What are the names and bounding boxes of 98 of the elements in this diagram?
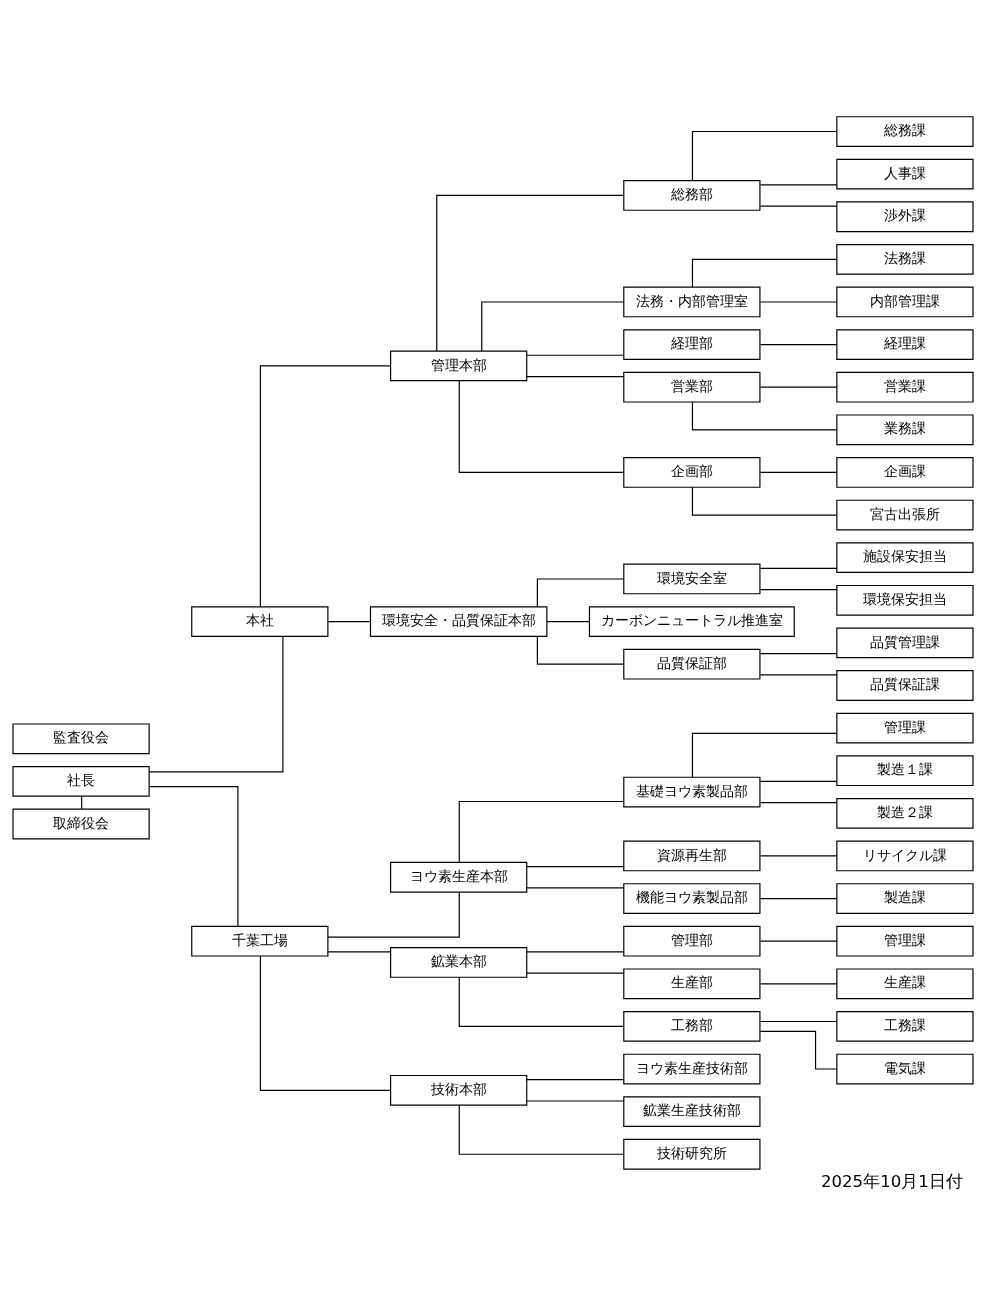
connector: [759, 652, 838, 655]
node-box: 管理課: [836, 925, 974, 957]
connector: [759, 589, 838, 591]
node-box: カーボンニュートラル推進室: [588, 606, 795, 637]
node-box: 機能ヨウ素製品部: [623, 883, 761, 914]
node-box: 電気課: [836, 1053, 974, 1085]
node-box: 品質保証部: [623, 648, 761, 680]
node-box: 製造課: [836, 883, 974, 914]
node-box: 業務課: [836, 414, 974, 446]
node-box: 工務部: [623, 1011, 761, 1042]
node-box: 本社: [191, 606, 329, 637]
connector: [759, 471, 838, 474]
node-box: 総務部: [623, 180, 761, 211]
node-box: 環境安全・品質保証本部: [369, 606, 548, 637]
connector: [481, 301, 625, 352]
connector: [759, 940, 838, 942]
connector: [691, 258, 838, 288]
node-box: 技術研究所: [623, 1138, 761, 1170]
node-box: 法務課: [836, 244, 974, 275]
node-box: 企画課: [836, 457, 974, 488]
connector: [458, 800, 625, 863]
node-box: 基礎ヨウ素製品部: [623, 776, 761, 808]
connector: [327, 951, 392, 953]
connector: [759, 855, 838, 857]
node-box: 法務・内部管理室: [623, 286, 761, 318]
connector: [259, 365, 392, 608]
connector: [691, 486, 838, 516]
connector: [759, 898, 838, 900]
node-box: 経理部: [623, 329, 761, 360]
connector: [526, 354, 625, 356]
connector: [526, 1100, 625, 1102]
node-box: 経理課: [836, 329, 974, 360]
connector: [327, 891, 460, 938]
connector: [458, 1104, 625, 1155]
connector: [436, 194, 625, 352]
node-box: 生産課: [836, 968, 974, 1000]
connector: [526, 972, 625, 974]
node-box: 管理本部: [390, 350, 528, 382]
connector: [759, 567, 838, 569]
connector: [526, 887, 625, 889]
node-box: 管理部: [623, 925, 761, 957]
connector: [759, 301, 838, 303]
connector: [759, 780, 838, 782]
node-box: 鉱業本部: [390, 947, 528, 978]
node-box: ヨウ素生産本部: [390, 861, 528, 893]
connector: [759, 1030, 838, 1070]
node-box: ヨウ素生産技術部: [623, 1053, 761, 1085]
connector: [691, 732, 838, 778]
node-box: 鉱業生産技術部: [623, 1096, 761, 1127]
node-box: 品質管理課: [836, 627, 974, 659]
connector: [536, 635, 625, 665]
node-box: 渉外課: [836, 201, 974, 233]
connector: [759, 983, 838, 985]
connector: [458, 976, 625, 1027]
node-box: 施設保安担当: [836, 542, 974, 574]
node-box: 生産部: [623, 968, 761, 1000]
connector: [759, 674, 838, 676]
node-box: 営業部: [623, 371, 761, 403]
node-box: 内部管理課: [836, 286, 974, 318]
node-box: 営業課: [836, 371, 974, 403]
connector: [458, 380, 625, 474]
node-box: 千葉工場: [191, 925, 329, 957]
connector: [526, 951, 625, 953]
node-box: 人事課: [836, 158, 974, 190]
node-box: 製造１課: [836, 755, 974, 787]
node-box: 技術本部: [390, 1074, 528, 1106]
connector: [759, 205, 838, 207]
node-box: 取締役会: [12, 808, 150, 840]
node-box: 総務課: [836, 116, 974, 147]
node-box: 工務課: [836, 1011, 974, 1042]
connector: [526, 866, 625, 868]
node-box: 環境保安担当: [836, 584, 974, 616]
connector: [526, 375, 625, 378]
connector: [759, 344, 838, 346]
node-box: 企画部: [623, 457, 761, 488]
caption: 2025年10月1日付: [821, 1172, 963, 1192]
connector: [691, 401, 838, 431]
connector: [148, 635, 284, 773]
connector: [691, 130, 838, 182]
node-box: 品質保証課: [836, 670, 974, 701]
connector: [327, 621, 372, 623]
node-box: 宮古出張所: [836, 499, 974, 531]
connector: [759, 184, 838, 186]
connector: [536, 578, 625, 608]
node-box: 資源再生部: [623, 840, 761, 872]
connector: [759, 386, 838, 388]
connector: [759, 802, 838, 804]
node-box: 管理課: [836, 712, 974, 744]
node-box: 製造２課: [836, 797, 974, 829]
connector: [259, 955, 392, 1091]
connector: [526, 1079, 625, 1081]
node-box: 社長: [12, 766, 150, 797]
connector: [546, 621, 590, 623]
connector: [759, 1020, 838, 1023]
node-box: 環境安全室: [623, 563, 761, 595]
node-box: リサイクル課: [836, 840, 974, 872]
connector: [148, 786, 239, 927]
node-box: 監査役会: [12, 723, 150, 755]
